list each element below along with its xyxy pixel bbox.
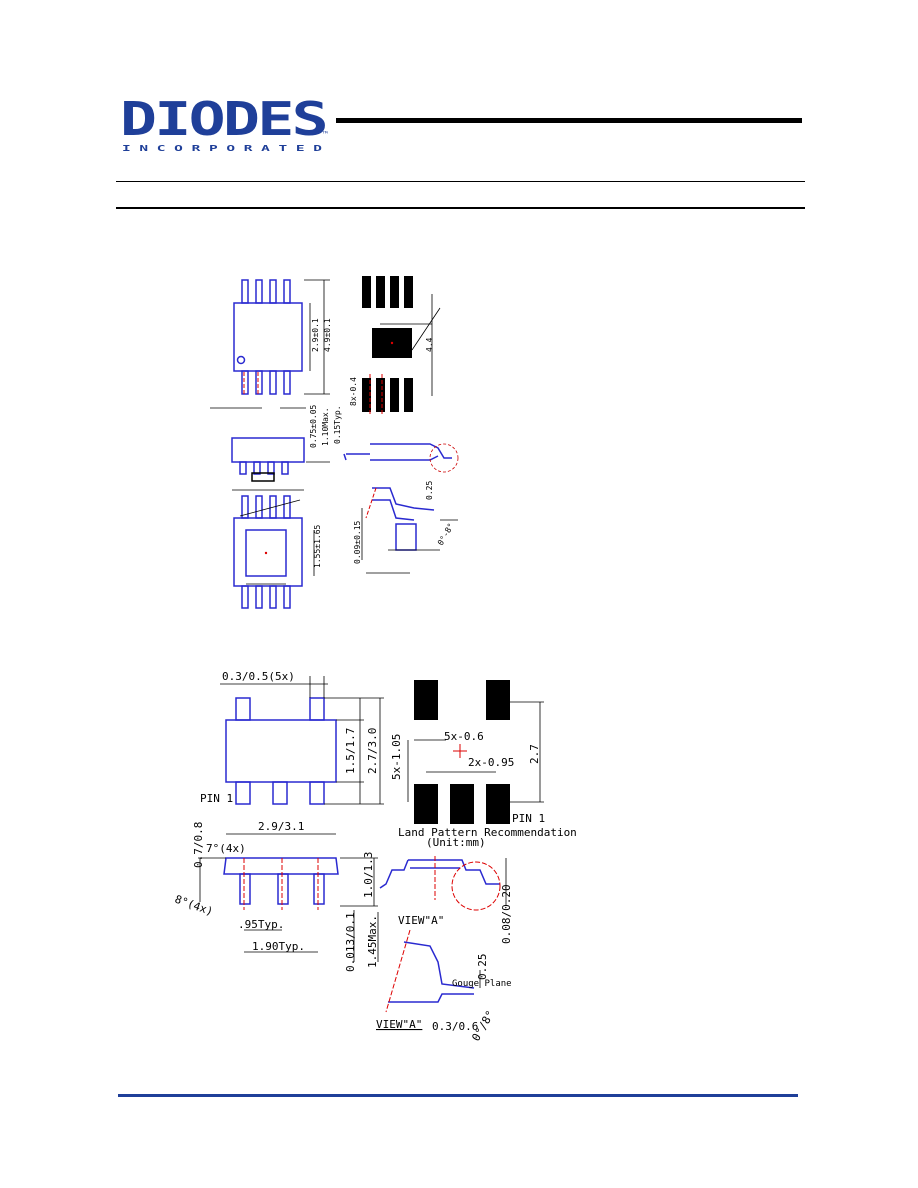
msop-dim-8: 0.09±0.15 — [353, 520, 362, 564]
sot-view-a: VIEW"A" — [398, 914, 444, 927]
logo-subtitle: I N C O R P O R A T E D — [122, 144, 322, 153]
sot-overall-h: 2.7/3.0 — [366, 728, 379, 774]
sot-thick: 1.0/1.3 — [362, 852, 375, 898]
logo-wordmark: DIODES — [120, 95, 326, 146]
msop-dim-5: 1.10Max. — [321, 407, 330, 446]
sot-view-a2: VIEW"A" — [376, 1018, 422, 1031]
sot-land-unit: (Unit:mm) — [426, 836, 486, 849]
sot-land-title: Land Pattern Recommendation — [398, 826, 577, 839]
sot-pad-w: 5x-0.6 — [444, 730, 484, 743]
sot-pad-pitch: 2x-0.95 — [468, 756, 514, 769]
logo-tm: ™ — [322, 130, 328, 139]
sot-maxh: 1.45Max. — [366, 915, 379, 968]
msop-dim-7: 0.25 — [425, 481, 434, 500]
sot-pitch2: 1.90Typ. — [252, 940, 305, 953]
sot-lead-thk: 0.08/0.20 — [500, 884, 513, 944]
sot-gauge: Gouge Plane — [452, 979, 512, 989]
header-bar — [336, 118, 802, 123]
msop-dim-0: 2.9±0.1 — [311, 318, 320, 352]
sot-pin1-right: PIN 1 — [512, 812, 545, 825]
diodes-logo: DIODES ™ I N C O R P O R A T E D — [120, 95, 328, 153]
sot-foot: 0.3/0.6 — [432, 1020, 478, 1033]
msop8-package-drawing: 2.9±0.1 4.9±0.1 4.4 8x-0.4 0.75±0.05 1.1… — [210, 276, 459, 609]
footer-rule — [118, 1094, 798, 1097]
msop-dim-6: 0.15Typ. — [333, 405, 342, 444]
msop-dim-1: 4.9±0.1 — [323, 318, 332, 352]
sot-lead-t: 0.7/0.8 — [192, 822, 205, 868]
sot-pitch: .95Typ. — [238, 918, 284, 931]
msop-dim-3: 8x-0.4 — [349, 377, 358, 406]
sot-angle7: 7°(4x) — [206, 842, 246, 855]
sot-body-h: 1.5/1.7 — [344, 728, 357, 774]
sot-standoff: 0.013/0.1 — [344, 912, 357, 972]
header-rule-bottom — [116, 207, 805, 209]
msop-dim-10: 0°-8° — [436, 522, 456, 547]
header-rule-top — [116, 181, 805, 182]
msop-dim-2: 4.4 — [425, 337, 434, 352]
sot-pin1: PIN 1 — [200, 792, 233, 805]
sot23-package-drawing: 0.3/0.5(5x) 1.5/1.7 2.7/3.0 PIN 1 5x-1.0… — [173, 670, 577, 1042]
sot-gauge-d: 0.25 — [476, 954, 489, 981]
sot-pad-span: 2.7 — [528, 744, 541, 764]
sot-angle8: 8°(4x) — [173, 893, 215, 919]
sot-length: 2.9/3.1 — [258, 820, 304, 833]
sot-pad-pitch-v: 5x-1.05 — [390, 734, 403, 780]
sot-top-lead: 0.3/0.5(5x) — [222, 670, 295, 683]
msop-dim-9: 1.55±1.65 — [313, 524, 322, 568]
msop-dim-4: 0.75±0.05 — [309, 404, 318, 448]
